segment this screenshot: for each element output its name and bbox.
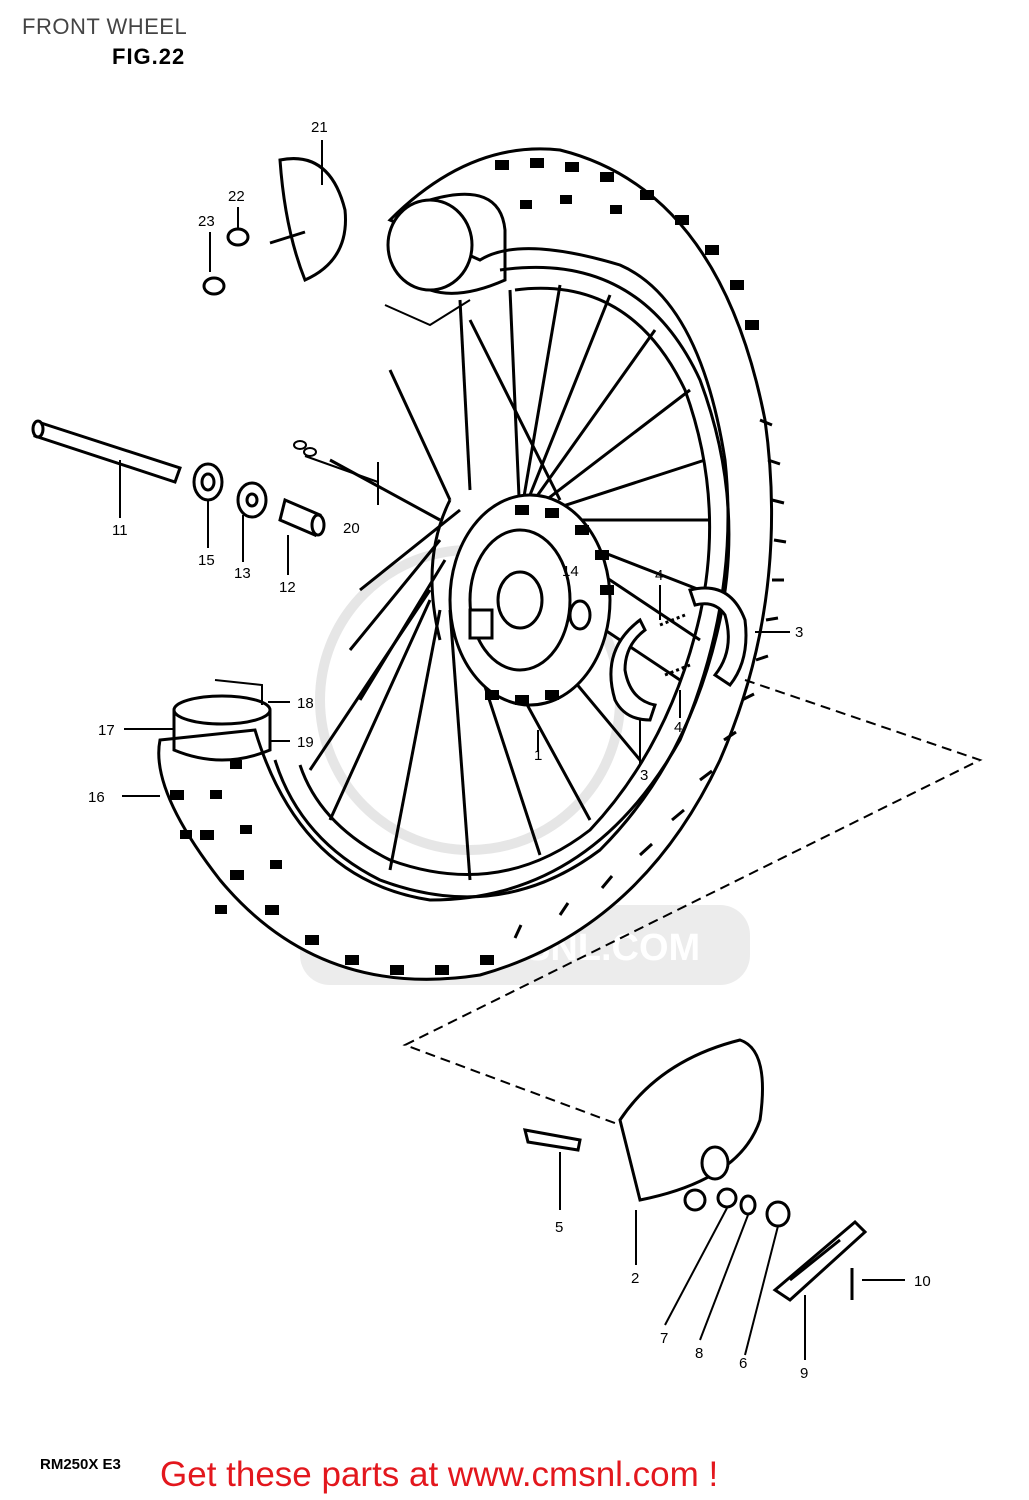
- callout-23: 23: [198, 213, 215, 230]
- rim-lock: [269, 157, 347, 283]
- callout-21: 21: [311, 119, 328, 136]
- axle: [31, 419, 182, 484]
- assembly-guide: [402, 679, 983, 1126]
- callout-13: 13: [234, 565, 251, 582]
- callout-19: 19: [297, 734, 314, 751]
- cam-lever: [772, 1219, 868, 1302]
- brake-shoes: [609, 586, 748, 722]
- callout-6: 6: [739, 1355, 747, 1372]
- callout-3b: 3: [640, 767, 648, 784]
- callout-8: 8: [695, 1345, 703, 1362]
- callout-9: 9: [800, 1365, 808, 1382]
- callout-2: 2: [631, 1270, 639, 1287]
- inner-tube: [172, 192, 507, 762]
- callout-7: 7: [660, 1330, 668, 1347]
- callout-12: 12: [279, 579, 296, 596]
- callout-22: 22: [228, 188, 245, 205]
- promo-link[interactable]: Get these parts at www.cmsnl.com !: [160, 1455, 719, 1494]
- callout-11: 11: [112, 522, 128, 539]
- nut-washer: [202, 227, 250, 296]
- callout-14: 14: [562, 563, 579, 580]
- spacer: [236, 481, 268, 519]
- rim: [273, 265, 731, 899]
- hub: [430, 493, 614, 707]
- callout-4a: 4: [655, 567, 663, 584]
- page-title: FRONT WHEEL: [22, 14, 188, 39]
- model-code: RM250X E3: [40, 1456, 121, 1473]
- callout-18: 18: [297, 695, 314, 712]
- callout-17: 17: [98, 722, 115, 739]
- callout-10: 10: [914, 1273, 931, 1290]
- cam-seal: [716, 1187, 791, 1228]
- callout-labels: 1 2 3 3 4 4 5 6 7 8 9 10 11 12 13 14 15 …: [88, 119, 931, 1382]
- callout-15: 15: [198, 552, 215, 569]
- callout-20: 20: [343, 520, 360, 537]
- callout-5: 5: [555, 1219, 563, 1236]
- callout-1: 1: [534, 747, 542, 764]
- figure-label: FIG.22: [112, 44, 186, 69]
- bearing: [192, 462, 224, 502]
- callout-3a: 3: [795, 624, 803, 641]
- brake-panel: [618, 1038, 764, 1212]
- leader-lines: [119, 140, 905, 1360]
- callout-4b: 4: [674, 719, 682, 736]
- callout-16: 16: [88, 789, 105, 806]
- tire: [157, 147, 787, 981]
- bolts: [522, 1128, 854, 1300]
- distance-collar: [278, 497, 326, 538]
- spoke-nipples: [293, 440, 317, 457]
